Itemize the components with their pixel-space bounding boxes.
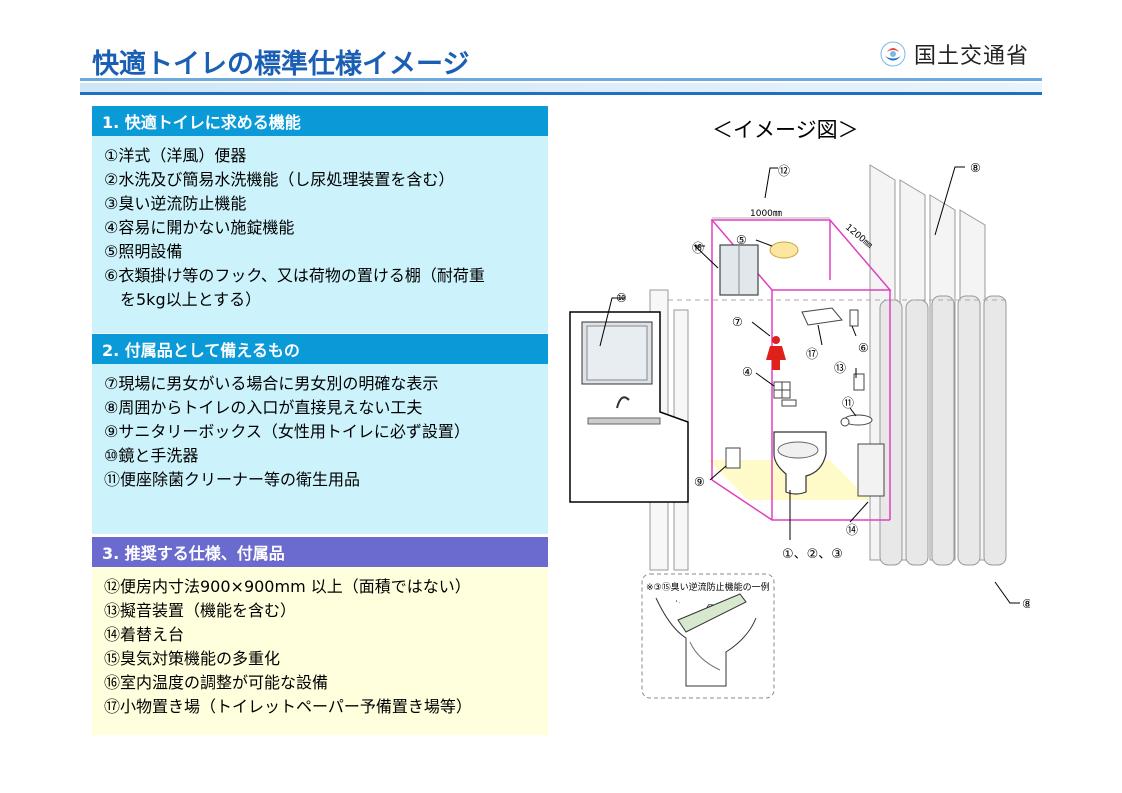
marker-8: ⑧ [970,161,981,175]
ministry-logo: 国土交通省 [880,38,1029,70]
page-title: 快適トイレの標準仕様イメージ [92,49,470,80]
marker-toilet: ①、②、③ [782,547,843,562]
ceiling-light [769,241,799,259]
list-item: ⑤照明設備 [104,242,183,261]
list-item: ⑰小物置き場（トイレットペーパー予備置き場等） [104,697,472,716]
list-item: ⑬擬音装置（機能を含む） [104,601,297,620]
list-item: ⑭着替え台 [104,625,185,644]
list-item: ⑯室内温度の調整が可能な設備 [104,673,329,692]
list-item: ⑥衣類掛け等のフック、又は荷物の置ける棚（耐荷重 [104,266,485,285]
section-heading-functions: 1. 快適トイレに求める機能 [92,106,548,136]
marker-16: ⑯ [692,241,704,255]
marker-4: ④ [742,365,753,379]
list-item: ⑮臭気対策機能の多重化 [104,649,281,668]
diagram-caption: ＜イメージ図＞ [712,118,859,142]
section-heading-recommended: 3. 推奨する仕様、付属品 [92,537,548,567]
marker-9: ⑨ [694,475,705,489]
small-shelf [801,307,843,326]
changing-board [857,443,885,497]
list-item: ⑫便房内寸法900×900mm 以上（面積ではない） [104,577,471,596]
list-item: ②水洗及び簡易水洗機能（し尿処理装置を含む） [104,170,455,189]
title-band [80,83,1042,92]
section-body-functions: ①洋式（洋風）便器 ②水洗及び簡易水洗機能（し尿処理装置を含む） ③臭い逆流防止… [92,136,548,333]
inset-title: ※③⑮臭い逆流防止機能の一例 [646,581,770,593]
odor-prevention-inset: ※③⑮臭い逆流防止機能の一例 水 便器 [641,573,775,699]
width-dimension: 1000㎜ [750,209,782,219]
marker-13: ⑬ [834,361,846,375]
section-body-recommended: ⑫便房内寸法900×900mm 以上（面積ではない） ⑬擬音装置（機能を含む） … [92,567,548,735]
toilet-bowl [773,431,827,495]
sound-device [853,373,865,391]
depth-dimension: 1200㎜ [843,223,874,251]
list-item: ⑧周囲からトイレの入口が直接見えない工夫 [104,398,423,417]
marker-10: ⑩ [616,291,627,305]
title-rule [80,78,1042,81]
marker-5: ⑤ [736,233,747,247]
marker-6: ⑥ [858,341,869,355]
marker-11: ⑪ [842,396,854,410]
list-item: ④容易に開かない施錠機能 [104,218,295,237]
lock-panel-icon [773,381,797,407]
ministry-emblem-icon [880,41,906,67]
section-heading-accessories: 2. 付属品として備えるもの [92,334,548,364]
list-item: ①洋式（洋風）便器 [104,146,247,165]
toilet-booth-diagram: 1000㎜ 1200㎜ ⑫ ⑧ ⑩ ⑯ ⑤ ⑦ ④ ⑥ ⑰ ⑬ ⑪ ⑨ ⑭ ①、… [569,161,1030,699]
list-item: ⑨サニタリーボックス（女性用トイレに必ず設置） [104,422,470,441]
female-sign-icon [766,336,786,370]
list-item: ⑩鏡と手洗器 [104,446,199,465]
marker-8: ⑧ [1022,597,1030,611]
marker-7: ⑦ [732,315,743,329]
sanitary-box [725,447,741,469]
list-item: ⑦現場に男女がいる場合に男女別の明確な表示 [104,374,439,393]
marker-14: ⑭ [846,523,858,537]
list-item: ⑪便座除菌クリーナー等の衛生用品 [104,470,361,489]
wash-basin-unit [569,311,689,503]
marker-17: ⑰ [806,347,818,361]
list-item: ③臭い逆流防止機能 [104,194,247,213]
title-rule-bottom [80,92,1042,95]
coat-hook [849,309,859,327]
privacy-screen [869,164,1007,566]
ministry-name: 国土交通省 [914,44,1030,69]
section-body-accessories: ⑦現場に男女がいる場合に男女別の明確な表示 ⑧周囲からトイレの入口が直接見えない… [92,364,548,534]
marker-12: ⑫ [778,164,790,178]
list-item: を5kg以上とする） [104,290,262,309]
